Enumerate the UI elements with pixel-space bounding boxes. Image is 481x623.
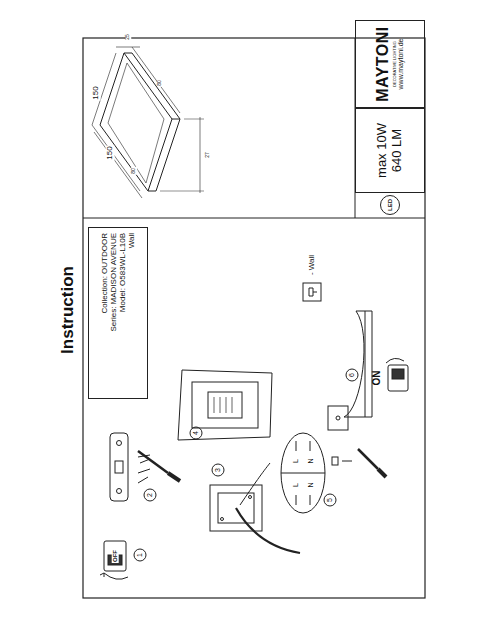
mounting-plate	[210, 463, 300, 553]
fixture-side	[324, 311, 386, 506]
spec-box: max 10W640 LM	[355, 108, 425, 193]
fixture-front	[178, 370, 272, 440]
node-subtext: 640 LM	[390, 129, 405, 172]
label: OFF	[112, 549, 119, 563]
dimension-drawing	[92, 47, 204, 198]
label: N	[307, 457, 315, 464]
switch-on	[346, 358, 408, 391]
page-title: Instruction	[59, 266, 78, 354]
node-subtext: Wall	[127, 233, 136, 248]
led-badge: LED	[380, 195, 400, 215]
label: 80	[131, 167, 137, 175]
label: - Wall	[308, 254, 317, 276]
label: 150	[106, 145, 115, 160]
node-text: MAYTONI	[374, 26, 392, 102]
callout-number: 5	[326, 498, 334, 502]
model-info-box: Collection: OUTDOORSeries: MADISON AVENU…	[88, 227, 148, 399]
node-text: LED	[387, 199, 394, 211]
node-subtext: www.maytoni.de	[397, 39, 405, 90]
node-text: max 10W	[375, 123, 390, 178]
callout-number: 4	[192, 431, 200, 435]
brand-box: MAYTONIDECORATIVE LIGHTINGwww.maytoni.de	[355, 20, 425, 108]
callout-number: 1	[136, 553, 144, 557]
label: L	[292, 458, 300, 464]
label: ON	[371, 371, 382, 386]
label: 27	[205, 151, 211, 159]
wiring-detail	[281, 433, 325, 513]
node-subtext: DECORATIVE LIGHTING	[393, 41, 398, 87]
node-text: Collection: OUTDOOR	[100, 233, 109, 313]
label: L	[292, 482, 300, 488]
wall-bracket	[110, 433, 180, 501]
divider	[83, 218, 425, 219]
callout-number: 6	[348, 373, 356, 377]
label: 80	[157, 79, 163, 87]
label: 25	[125, 33, 131, 41]
label: 150	[92, 85, 101, 100]
node-subtext: Series: MADISON AVENUE	[109, 233, 118, 332]
page-frame	[83, 38, 425, 598]
label: N	[307, 481, 315, 488]
node-subtext: Model: O583WL-L10B	[118, 233, 127, 312]
callout-number: 2	[146, 493, 154, 497]
switch-off	[100, 541, 146, 579]
callout-number: 3	[214, 468, 222, 472]
wall-icon	[303, 283, 321, 301]
